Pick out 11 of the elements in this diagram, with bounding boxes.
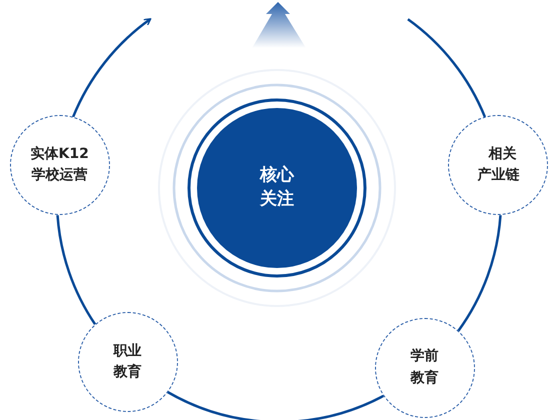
core-circle bbox=[197, 108, 357, 268]
node-label: 核心关注 bbox=[259, 164, 295, 211]
connector bbox=[56, 215, 96, 325]
node-label: 相关产业链 bbox=[477, 144, 520, 186]
node-label: 实体K12学校运营 bbox=[30, 144, 90, 186]
connector bbox=[407, 18, 486, 118]
node-label: 职业教育 bbox=[112, 342, 142, 382]
node-label: 学前教育 bbox=[410, 346, 440, 388]
connector bbox=[167, 391, 384, 420]
arrow bbox=[72, 18, 152, 118]
connector bbox=[457, 215, 502, 332]
